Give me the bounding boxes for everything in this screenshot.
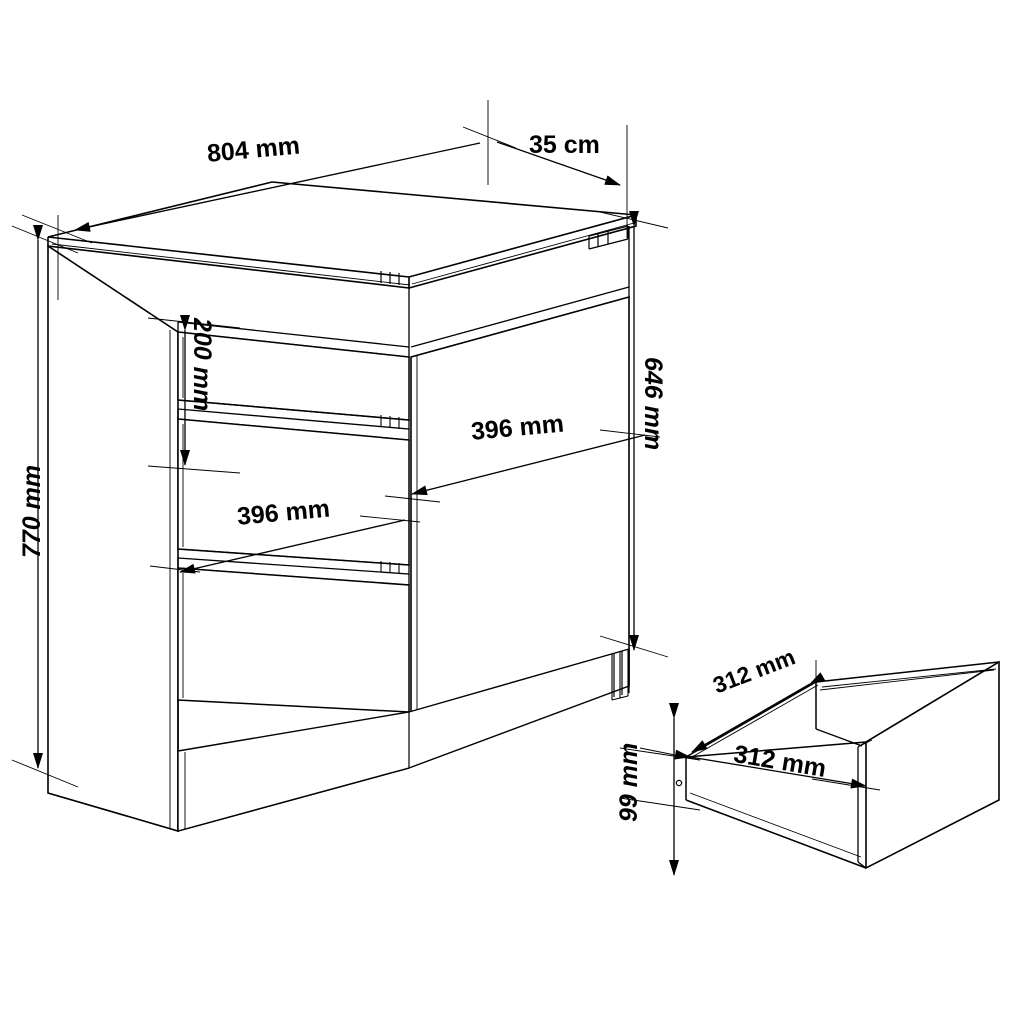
- dim-646mm: [599, 211, 669, 658]
- cabinet-top-panel: [47, 181, 637, 289]
- cabinet-left-side-panel: [47, 244, 179, 833]
- dim-804mm: [21, 100, 517, 300]
- cabinet-leg-stub: [611, 649, 629, 701]
- dim-770mm: [11, 225, 79, 788]
- drawer-front-bottom: [177, 567, 410, 713]
- dimension-lines: [11, 100, 669, 788]
- dim-99mm: [619, 703, 701, 876]
- dim-312mm-depth: [691, 660, 826, 753]
- dim-200mm: [147, 315, 241, 474]
- drawer-box-detail: [611, 649, 1000, 876]
- drawer-column: [177, 331, 410, 713]
- cabinet-door-panel: [410, 295, 630, 713]
- dim-35cm: [496, 125, 628, 238]
- drawer-front-middle: [177, 418, 410, 586]
- cabinet-plinth: [177, 648, 630, 832]
- dim-396mm-drawer: [149, 515, 421, 574]
- cabinet-body: [47, 181, 637, 833]
